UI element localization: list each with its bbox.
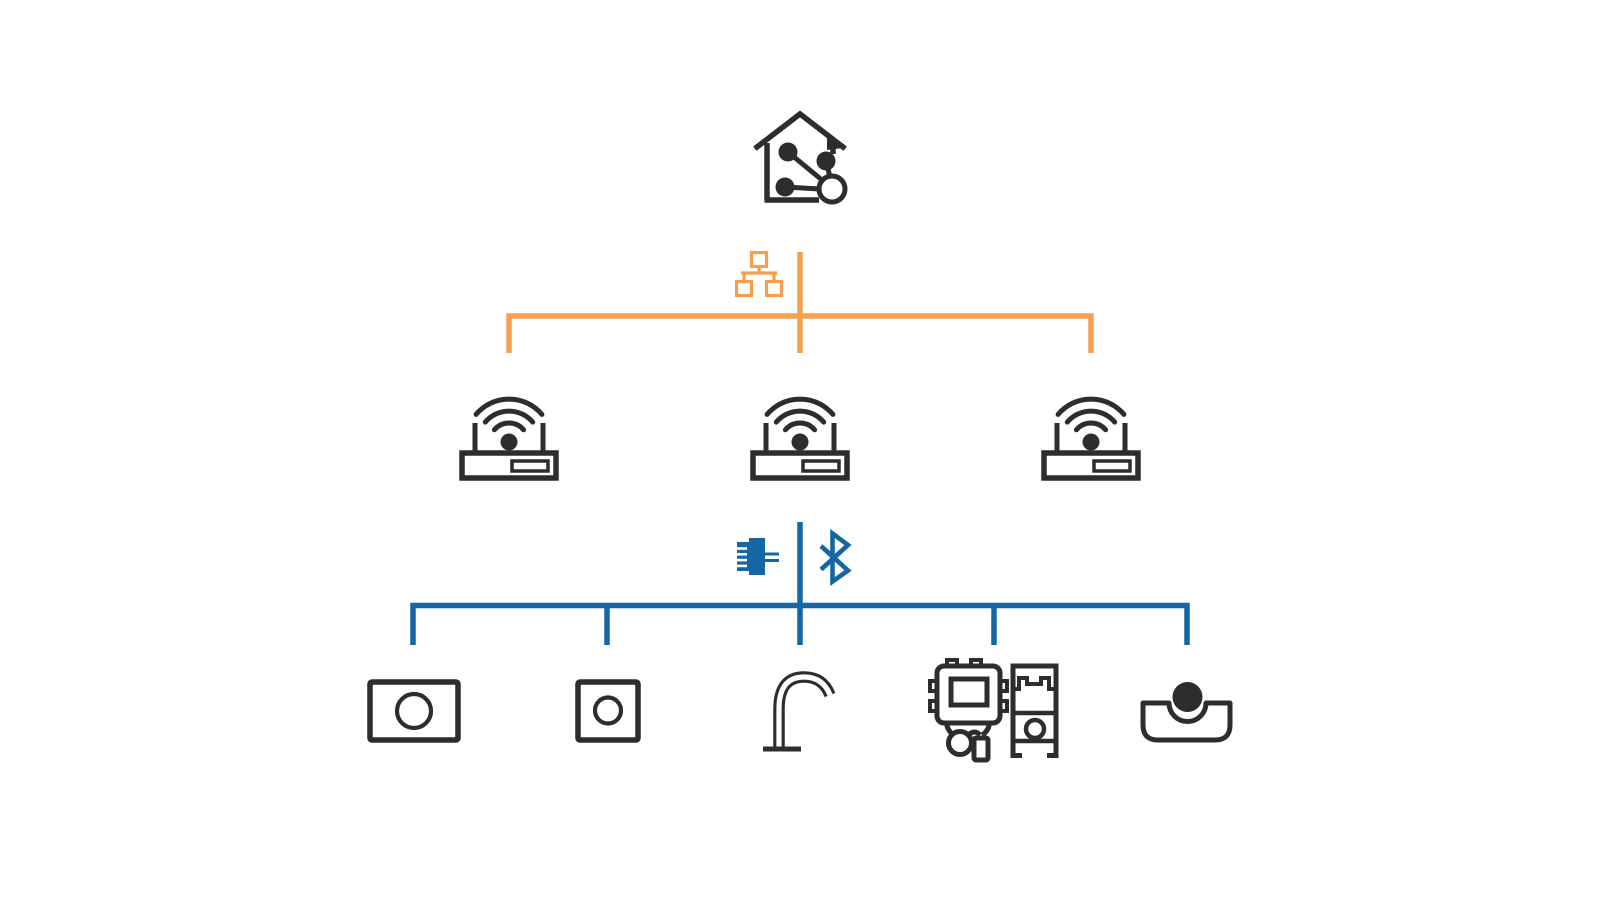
urinal-flush-control-icon [1140,682,1233,743]
sensor-faucet-icon [763,671,836,752]
smart-home-network-icon [753,110,848,205]
odor-extraction-module-cistern-icon [928,658,1059,763]
wired-connector-icon [737,538,779,575]
small-flush-plate-icon [575,679,641,743]
wireless-gateway-icon [1044,399,1138,478]
ethernet-lan-icon [734,250,784,298]
device-connection-lines [410,522,1190,645]
wc-flush-plate-icon [367,679,461,743]
bluetooth-icon [819,528,852,586]
lan-connection-lines [506,252,1094,353]
wireless-gateway-icon [462,399,556,478]
wireless-gateway-icon [753,399,847,478]
